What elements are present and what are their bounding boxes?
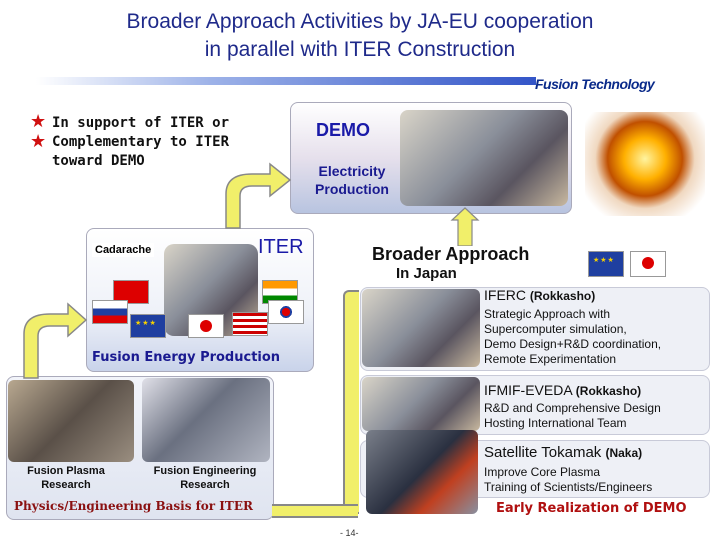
iferc-description: Strategic Approach with Supercomputer si… [484,307,662,366]
title-rule [36,77,536,85]
iferc-supercomputer-image [362,289,480,367]
demo-title: DEMO [316,120,370,140]
eu-flag-icon [130,314,166,338]
sun-hands-image [585,112,705,216]
ba-title: Broader Approach [372,244,530,264]
page-number: - 14- [340,528,359,538]
demo-subtitle: Electricity Production [315,163,389,197]
satellite-heading: Satellite Tokamak (Naka) [484,444,643,461]
engineering-research-label: Fusion Engineering Research [153,465,257,491]
iferc-heading: IFERC (Rokkasho) [484,287,596,303]
korea-flag-icon [268,300,304,324]
fusion-technology-logo: Fusion Technology [535,76,655,92]
up-arrow-icon [450,207,480,246]
russia-flag-icon [92,300,128,324]
eu-flag-icon [588,251,624,277]
ifmif-description: R&D and Comprehensive Design Hosting Int… [484,401,661,430]
red-star-icon: ★ [30,111,47,131]
ifmif-heading: IFMIF-EVEDA (Rokkasho) [484,382,642,398]
satellite-tokamak-image [366,430,478,514]
japan-flag-icon [630,251,666,277]
research-basis-label: Physics/Engineering Basis for ITER [14,499,253,513]
plasma-research-label: Fusion Plasma Research [27,465,105,491]
early-realization-label: Early Realization of DEMO [496,501,687,516]
ba-connector-bar [272,504,358,518]
ifmif-facility-image [362,377,480,431]
iter-title: ITER [258,236,304,258]
curved-arrow-icon [23,302,88,379]
ba-connector-bracket [343,290,359,514]
satellite-description: Improve Core Plasma Training of Scientis… [484,465,653,494]
plasma-device-image [8,380,134,462]
red-star-icon: ★ [30,131,47,151]
cadarache-label: Cadarache [92,243,155,257]
engineering-module-image [142,378,270,462]
slide-title: Broader Approach Activities by JA-EU coo… [126,10,594,61]
ba-subtitle: In Japan [396,265,457,282]
demo-reactor-image [400,110,568,206]
usa-flag-icon [232,312,268,336]
iter-caption: Fusion Energy Production [92,350,281,365]
curved-arrow-icon [225,162,292,229]
support-text: In support of ITER or Complementary to I… [52,115,230,169]
japan-flag-icon [188,314,224,338]
